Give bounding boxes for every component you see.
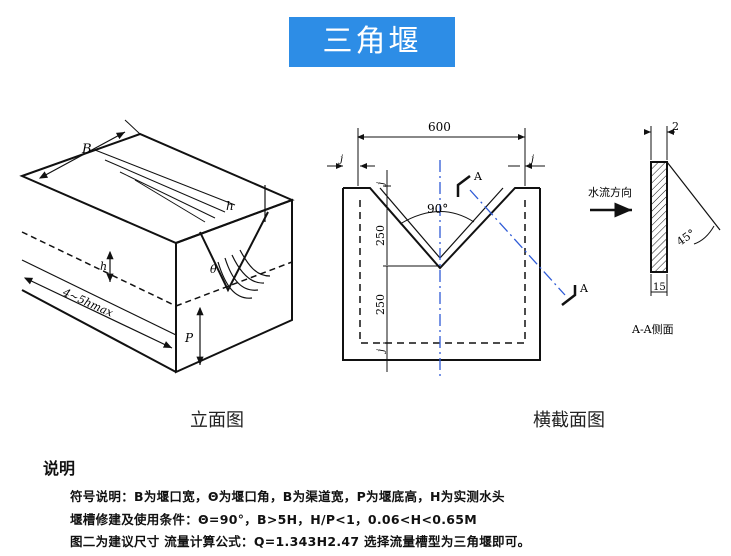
note-line-3: 图二为建议尺寸 流量计算公式：Q=1.343H2.47 选择流量槽型为三角堰即可… bbox=[70, 534, 531, 549]
note-line-1: 符号说明：B为堰口宽，Θ为堰口角，B为渠道宽，P为堰底高，H为实测水头 bbox=[70, 489, 505, 504]
dim-j-vertical: j bbox=[376, 182, 387, 187]
cross-section-view bbox=[327, 128, 545, 372]
elevation-view bbox=[19, 119, 295, 374]
dim-15: 15 bbox=[653, 282, 666, 293]
section-mark-top: A bbox=[473, 170, 483, 183]
label-h: h bbox=[100, 260, 107, 273]
section-mark-bottom: A bbox=[579, 282, 589, 295]
side-view bbox=[590, 126, 721, 296]
elevation-caption: 立面图 bbox=[190, 410, 244, 431]
notes-heading: 说明 bbox=[43, 459, 76, 478]
dim-j-right: j bbox=[529, 154, 534, 165]
dim-250-top: 250 bbox=[374, 225, 387, 246]
dim-j-vertical-bottom: j bbox=[376, 349, 387, 354]
label-h-top: h bbox=[226, 199, 234, 213]
label-P: P bbox=[184, 331, 194, 345]
label-theta: θ bbox=[210, 263, 217, 276]
section-cut-line bbox=[469, 189, 566, 296]
angle-90: 90° bbox=[427, 202, 448, 216]
dim-2: 2 bbox=[672, 120, 679, 133]
section-arrow-bottom bbox=[561, 285, 577, 306]
side-view-caption: A-A侧面 bbox=[631, 323, 674, 336]
dim-j-left: j bbox=[338, 154, 343, 165]
dim-250-bottom: 250 bbox=[374, 294, 387, 315]
note-line-2: 堰槽修建及使用条件：Θ=90°，B>5H，H/P<1，0.06<H<0.65M bbox=[70, 512, 477, 527]
section-arrow-top bbox=[456, 175, 471, 197]
cross-section-caption: 横截面图 bbox=[533, 410, 605, 431]
page-title: 三角堰 bbox=[289, 17, 455, 67]
angle-45: 45° bbox=[674, 227, 697, 249]
label-B: B bbox=[81, 142, 92, 157]
flow-direction-label: 水流方向 bbox=[588, 185, 632, 199]
dim-600: 600 bbox=[428, 120, 451, 134]
